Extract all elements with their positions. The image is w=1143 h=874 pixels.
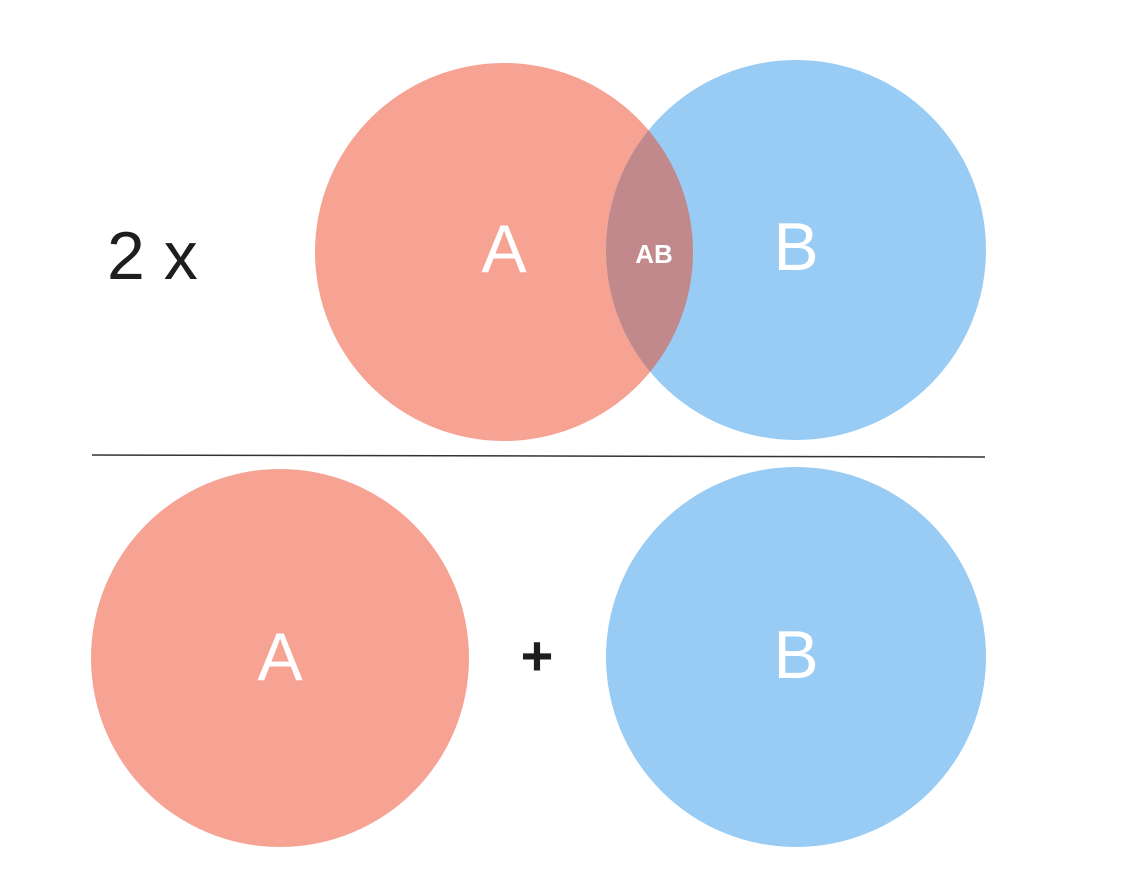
denominator-circle-a-label: A bbox=[257, 619, 303, 695]
numerator-circle-b-label: B bbox=[773, 209, 818, 285]
numerator-circle-b bbox=[606, 60, 986, 440]
denominator-circles: A + B bbox=[91, 467, 986, 847]
denominator-circle-b-label: B bbox=[773, 617, 818, 693]
numerator-venn: A AB B bbox=[315, 60, 986, 441]
denominator-circle-a bbox=[91, 469, 469, 847]
fraction-line bbox=[91, 454, 986, 458]
numerator-circle-a bbox=[315, 63, 693, 441]
numerator-intersection-label: AB bbox=[635, 239, 673, 269]
numerator-circle-a-label: A bbox=[481, 211, 527, 287]
plus-operator: + bbox=[521, 624, 554, 687]
multiplier-label: 2 x bbox=[107, 218, 198, 294]
denominator-circle-b bbox=[606, 467, 986, 847]
